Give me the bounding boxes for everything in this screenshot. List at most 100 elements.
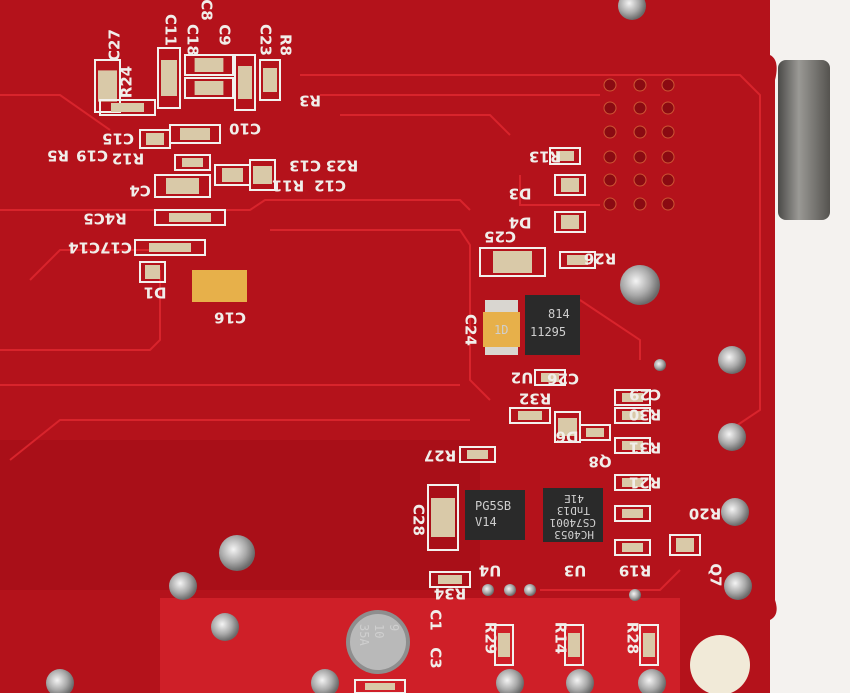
silkscreen-label-r12: R12 xyxy=(112,150,144,168)
smd-part xyxy=(238,66,252,99)
component-footprint xyxy=(614,505,651,522)
u2-marking-2: 11295 xyxy=(530,325,566,339)
u3-marking-1: HC4053 xyxy=(554,528,594,541)
component-footprint xyxy=(459,446,496,463)
smd-part xyxy=(561,178,579,192)
component-footprint xyxy=(669,534,701,556)
smd-part xyxy=(622,509,643,518)
silkscreen-label-r30: R30 xyxy=(629,406,661,424)
connector xyxy=(778,60,830,220)
smd-part xyxy=(493,251,532,273)
silkscreen-label-d6: D6 xyxy=(556,428,579,446)
silkscreen-label-c26: C26 xyxy=(547,370,579,388)
component-footprint xyxy=(579,424,611,441)
silkscreen-label-c9: C9 xyxy=(216,24,234,45)
tantalum-capacitor-c24: 1D xyxy=(483,300,520,355)
component-footprint xyxy=(184,77,234,99)
silkscreen-label-c24: C24 xyxy=(462,314,480,346)
silkscreen-label-d1: D1 xyxy=(144,284,167,302)
u2-marking-1: 814 xyxy=(548,307,570,321)
smd-part xyxy=(467,450,488,459)
traces xyxy=(0,74,761,591)
component-footprint xyxy=(614,437,651,454)
silkscreen-label-c25: C25 xyxy=(484,228,516,246)
smd-part xyxy=(438,575,462,584)
silkscreen-label-c12: C12 xyxy=(314,177,346,195)
silkscreen-label-r21: R21 xyxy=(629,474,661,492)
silkscreen-label-u3: U3 xyxy=(564,562,587,580)
component-footprint xyxy=(134,239,206,256)
smd-part xyxy=(146,133,164,145)
component-footprint xyxy=(174,154,211,171)
u3-marking-4: 41E xyxy=(564,492,584,505)
component-footprint xyxy=(639,624,659,666)
silkscreen-label-c11: C11 xyxy=(162,14,180,46)
c1-marking-1: 9 xyxy=(387,624,401,631)
silkscreen-label-c29: C29 xyxy=(629,386,661,404)
silkscreen-label-r19: R19 xyxy=(619,562,651,580)
component-footprint xyxy=(509,407,551,424)
smd-part xyxy=(498,633,510,657)
smd-part xyxy=(166,178,199,194)
smd-part xyxy=(518,411,542,420)
silkscreen-label-r34: R34 xyxy=(434,585,466,603)
smd-part xyxy=(431,498,455,537)
component-footprint xyxy=(154,209,226,226)
component-footprint xyxy=(184,54,234,76)
silkscreen-label-q7: Q7 xyxy=(707,563,725,586)
silkscreen-label-u4: U4 xyxy=(479,562,502,580)
smd-part xyxy=(149,243,191,252)
tantalum-capacitor-c16 xyxy=(192,270,247,302)
component-footprint xyxy=(427,484,459,551)
smd-part xyxy=(541,373,559,382)
component-footprint xyxy=(494,624,514,666)
smd-part xyxy=(622,543,643,552)
u4-marking-1: PG5SB xyxy=(475,499,511,513)
component-footprint xyxy=(554,211,586,233)
component-footprint xyxy=(139,261,166,283)
component-footprint xyxy=(259,59,281,101)
silkscreen-label-c19: C19 xyxy=(76,147,108,165)
silkscreen-label-c28: C28 xyxy=(410,504,428,536)
silkscreen-label-r5: R5 xyxy=(47,147,69,165)
component-footprint xyxy=(249,159,276,191)
silkscreen-label-c13: C13 xyxy=(289,157,321,175)
silkscreen-label-c1: C1 xyxy=(427,609,445,630)
pin-header xyxy=(603,78,675,211)
silkscreen-label-c8: C8 xyxy=(198,0,216,21)
smd-part xyxy=(676,538,694,552)
silkscreen-label-r11: R11 xyxy=(272,177,304,195)
smd-components xyxy=(94,47,701,693)
chip-u4: PG5SB V14 xyxy=(465,490,525,540)
smd-part xyxy=(263,68,277,92)
component-footprint xyxy=(614,407,651,424)
smd-part xyxy=(561,215,579,229)
smd-part xyxy=(145,265,160,279)
silkscreen-label-r3: R3 xyxy=(299,92,321,110)
silkscreen-label-c27: C27 xyxy=(106,29,124,61)
silkscreen-label-r13: R13 xyxy=(529,148,561,166)
copper-pour xyxy=(160,598,680,693)
silkscreen-label-c3: C3 xyxy=(427,647,445,668)
smd-part xyxy=(622,411,643,420)
component-footprint xyxy=(157,47,181,109)
component-footprint xyxy=(354,679,406,693)
silkscreen-label-c10: C10 xyxy=(229,120,261,138)
c1-marking-3: 35A xyxy=(357,624,371,646)
silkscreen-label-r14: R14 xyxy=(552,622,570,654)
silkscreen-label-c15: C15 xyxy=(102,130,134,148)
component-footprint xyxy=(99,99,156,116)
electrolytic-capacitor-c1: 9 10 35A xyxy=(346,610,410,674)
silkscreen-label-r8: R8 xyxy=(277,34,295,56)
component-footprint xyxy=(534,369,566,386)
u4-marking-2: V14 xyxy=(475,515,497,529)
silkscreen-label-c4: C4 xyxy=(129,182,150,200)
component-footprint xyxy=(479,247,546,277)
component-footprint xyxy=(554,174,586,196)
silkscreen-label-r26: R26 xyxy=(584,250,616,268)
silkscreen-label-c18: C18 xyxy=(184,24,202,56)
smd-part xyxy=(567,255,588,265)
smd-part xyxy=(622,441,643,450)
